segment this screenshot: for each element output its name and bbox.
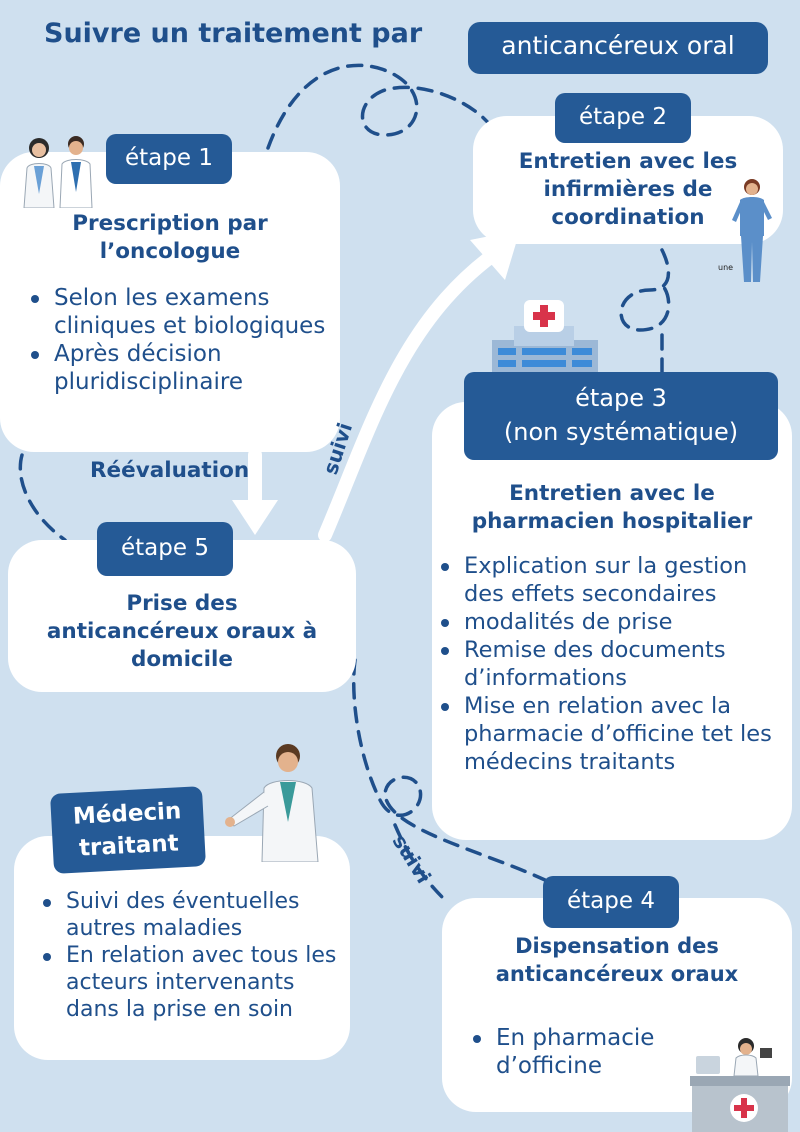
etape4-badge: étape 4: [543, 876, 679, 928]
etape1-title: Prescription par l’oncologue: [72, 211, 268, 264]
list-item: En pharmacie d’officine: [470, 1024, 680, 1080]
etape5-card: Prise des anticancéreux oraux à domicile: [8, 540, 356, 692]
dashed-connector-2-3: [619, 248, 671, 377]
list-item: Après décision pluridisciplinaire: [28, 340, 333, 396]
etape4-title: Dispensation des anticancéreux oraux: [495, 934, 739, 986]
dashed-connector-5-4: [351, 658, 547, 882]
etape5-badge: étape 5: [97, 522, 233, 576]
medecin-card: Suivi des éventuelles autres maladies En…: [14, 836, 350, 1060]
etape5-title: Prise des anticancéreux oraux à domicile: [46, 591, 318, 672]
list-item: Suivi des éventuelles autres maladies: [40, 888, 345, 942]
list-item: Selon les examens cliniques et biologiqu…: [28, 284, 333, 340]
etape3-card: Entretien avec le pharmacien hospitalier…: [432, 402, 792, 840]
medecin-list: Suivi des éventuelles autres maladies En…: [40, 888, 345, 1023]
etape2-title: Entretien avec les infirmières de coordi…: [518, 149, 738, 230]
etape3-badge: étape 3 (non systématique): [464, 372, 778, 460]
page-title: Suivre un traitement par: [44, 18, 423, 49]
etape1-badge: étape 1: [106, 134, 232, 184]
dashed-connector-1-2: [266, 63, 492, 150]
list-item: Mise en relation avec la pharmacie d’off…: [438, 692, 788, 776]
nurse-caption: une: [718, 263, 734, 272]
etape3-badge-line2: (non systématique): [503, 418, 739, 446]
title-pill: anticancéreux oral: [468, 22, 768, 74]
nurse-illustration: [732, 179, 772, 282]
reevaluation-label: Réévaluation: [90, 458, 250, 483]
medecin-badge: Médecin traitant: [50, 786, 206, 874]
etape1-list: Selon les examens cliniques et biologiqu…: [28, 284, 333, 396]
dashed-connector-reevaluation: [18, 453, 67, 542]
doctors-illustration: [23, 136, 93, 208]
list-item: Remise des documents d’informations: [438, 636, 788, 692]
etape3-badge-line1: étape 3: [575, 384, 667, 412]
list-item: En relation avec tous les acteurs interv…: [40, 942, 345, 1023]
pharmacy-counter-illustration: [690, 1038, 790, 1132]
list-item: modalités de prise: [438, 608, 788, 636]
arrow-suivi-5-to-2: [318, 243, 507, 542]
etape1-card: Prescription par l’oncologue Selon les e…: [0, 152, 340, 452]
etape3-list: Explication sur la gestion des effets se…: [438, 552, 788, 776]
dashed-connector-medecin: [393, 823, 447, 902]
doctor-illustration: [225, 744, 319, 862]
etape2-badge: étape 2: [555, 93, 691, 143]
etape4-list: En pharmacie d’officine: [470, 1024, 680, 1080]
etape3-title: Entretien avec le pharmacien hospitalier: [471, 481, 753, 534]
list-item: Explication sur la gestion des effets se…: [438, 552, 788, 608]
arrowhead-reevaluation: [232, 500, 278, 535]
